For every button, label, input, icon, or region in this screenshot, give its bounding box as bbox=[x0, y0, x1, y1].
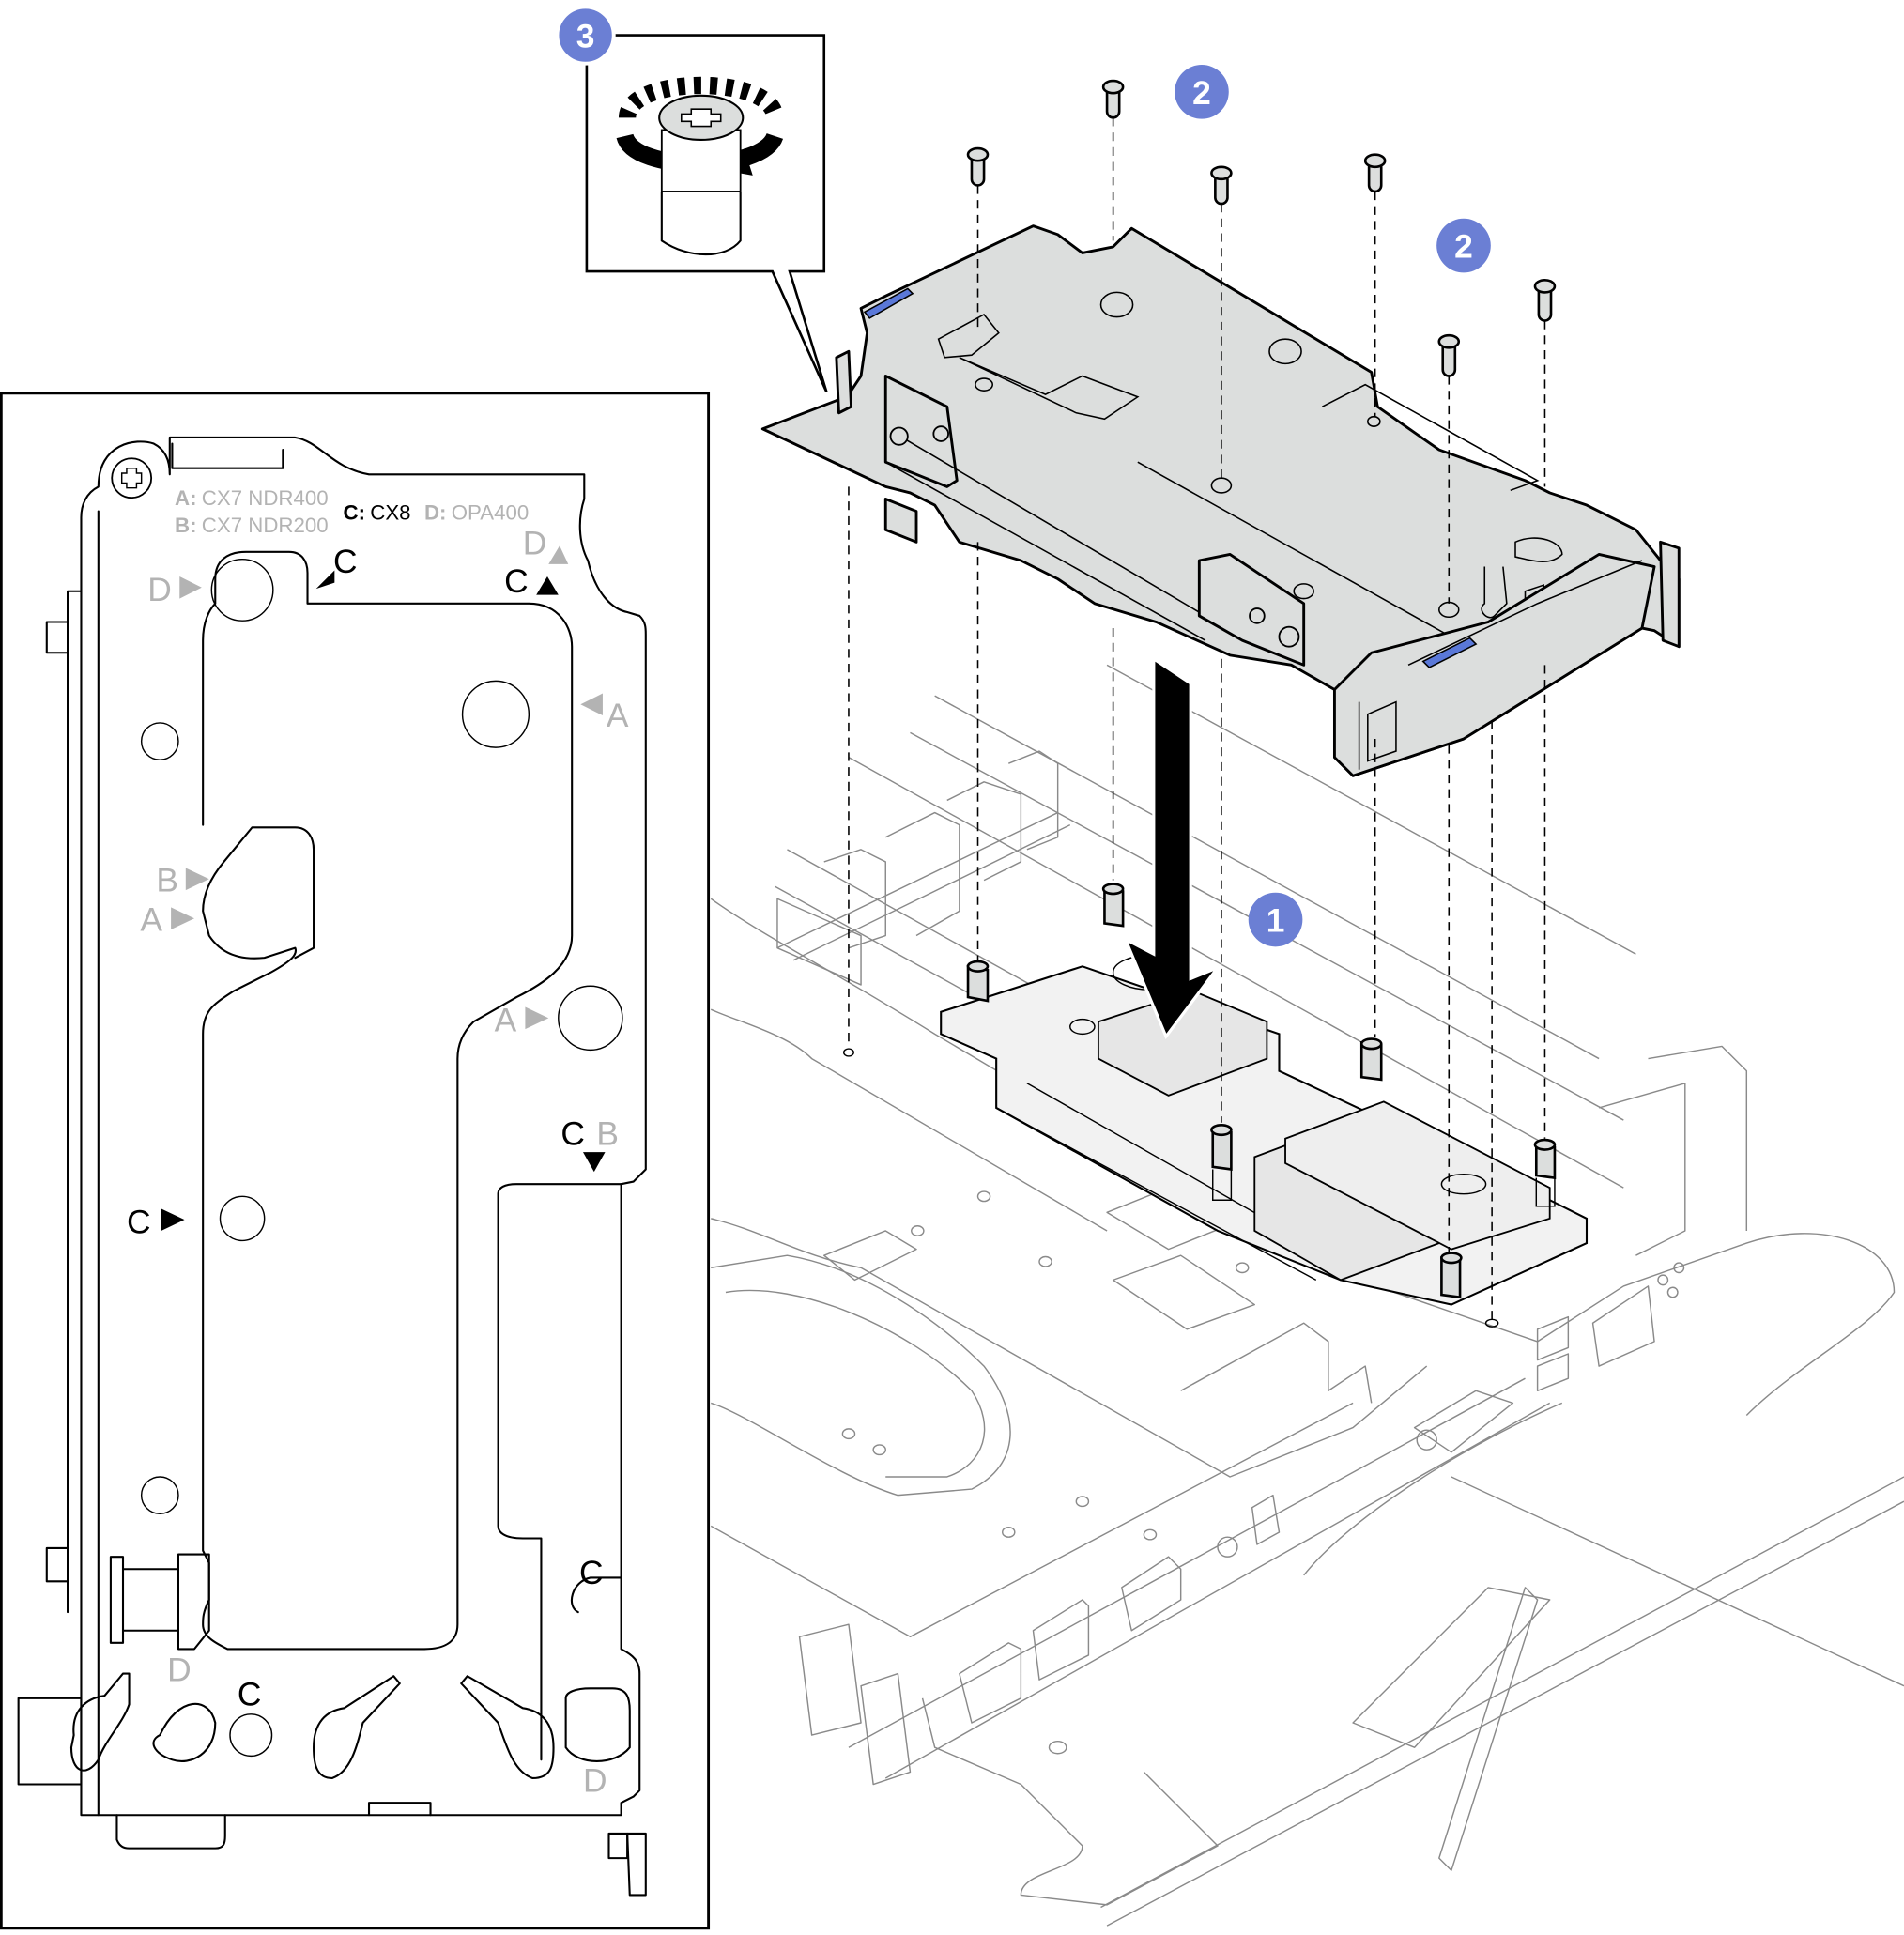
step-badge-3: 3 bbox=[555, 5, 616, 66]
svg-text:C: C bbox=[127, 1205, 151, 1241]
marker-c-right: C bbox=[127, 1205, 185, 1241]
marker-c-down-left: C bbox=[315, 544, 358, 590]
marker-c-up: C bbox=[504, 563, 559, 600]
arrow-down-icon bbox=[1122, 655, 1222, 1040]
legend-item-a: A:CX7 NDR400 bbox=[175, 486, 329, 510]
svg-text:B: B bbox=[156, 862, 178, 898]
connector-block bbox=[776, 750, 1071, 986]
marker-c: C bbox=[238, 1677, 262, 1713]
screw bbox=[1363, 153, 1387, 193]
svg-text:C: C bbox=[504, 563, 529, 600]
base-plate bbox=[940, 954, 1589, 1306]
thumbscrew-callout bbox=[585, 34, 828, 393]
slot-markers: D C D C A B A A C B C C D C D bbox=[127, 525, 629, 1799]
thumbscrew-knob bbox=[1249, 607, 1266, 624]
standoff bbox=[1359, 1037, 1383, 1082]
svg-text:2: 2 bbox=[1454, 229, 1473, 266]
svg-text:D: D bbox=[167, 1651, 192, 1688]
standoffs bbox=[842, 883, 1557, 1328]
step-badge-2: 2 bbox=[1436, 218, 1491, 273]
blue-touch-point bbox=[863, 287, 914, 319]
svg-text:1: 1 bbox=[1267, 903, 1285, 940]
legend-item-c: C:CX8 bbox=[344, 501, 411, 525]
step-badge-2: 2 bbox=[1175, 65, 1229, 119]
marker-a-right: A bbox=[495, 1003, 549, 1039]
svg-text:A: A bbox=[495, 1003, 517, 1039]
riser-cage bbox=[760, 224, 1681, 777]
svg-text:C: C bbox=[238, 1677, 262, 1713]
marker-c: C bbox=[579, 1555, 604, 1591]
svg-text:C: C bbox=[560, 1115, 585, 1152]
marker-b-right: B bbox=[156, 862, 209, 898]
svg-text:D: D bbox=[523, 525, 547, 561]
marker-b-down: B bbox=[596, 1115, 619, 1152]
step-badge-1: 1 bbox=[1248, 892, 1303, 947]
blue-touch-point bbox=[1421, 637, 1478, 668]
svg-text:3: 3 bbox=[576, 19, 595, 55]
thumbscrew-knob bbox=[932, 425, 949, 442]
captive-thumbscrew-rotate-icon bbox=[616, 76, 784, 256]
marker-d: D bbox=[167, 1651, 192, 1688]
marker-a-left: A bbox=[580, 693, 629, 734]
marker-c-down: C bbox=[560, 1115, 606, 1173]
mounting-hole bbox=[842, 1048, 854, 1057]
marker-d-right: D bbox=[147, 572, 202, 608]
rear-io-ports bbox=[959, 1262, 1685, 1724]
marker-d: D bbox=[583, 1762, 607, 1799]
svg-text:A: A bbox=[140, 901, 162, 938]
svg-text:D: D bbox=[583, 1762, 607, 1799]
screw bbox=[1101, 79, 1125, 119]
screw bbox=[1437, 333, 1461, 377]
svg-text:D: D bbox=[147, 572, 172, 608]
svg-text:C: C bbox=[333, 544, 358, 580]
marker-d-up: D bbox=[523, 525, 569, 564]
screw bbox=[1533, 278, 1557, 322]
legend-item-b: B:CX7 NDR200 bbox=[175, 514, 329, 537]
legend-item-d: D:OPA400 bbox=[424, 501, 529, 525]
svg-text:2: 2 bbox=[1192, 75, 1211, 112]
standoff bbox=[1533, 1138, 1557, 1207]
screw bbox=[966, 146, 990, 187]
system-board bbox=[710, 664, 1904, 1927]
screw bbox=[1210, 165, 1233, 206]
standoff bbox=[966, 960, 990, 1003]
marker-a-right: A bbox=[140, 901, 194, 938]
standoff bbox=[1440, 1252, 1463, 1299]
screws bbox=[848, 79, 1557, 1320]
standoff bbox=[1101, 883, 1125, 928]
standoff bbox=[1210, 1124, 1233, 1201]
svg-text:C: C bbox=[579, 1555, 604, 1591]
thumbscrew-knob bbox=[1278, 625, 1300, 648]
svg-text:A: A bbox=[607, 698, 629, 734]
legend: A:CX7 NDR400 B:CX7 NDR200 C:CX8 D:OPA400 bbox=[175, 486, 529, 537]
thumbscrew-knob bbox=[889, 426, 909, 446]
svg-text:B: B bbox=[596, 1115, 619, 1152]
adapter-position-inset: A:CX7 NDR400 B:CX7 NDR200 C:CX8 D:OPA400… bbox=[0, 392, 711, 1930]
